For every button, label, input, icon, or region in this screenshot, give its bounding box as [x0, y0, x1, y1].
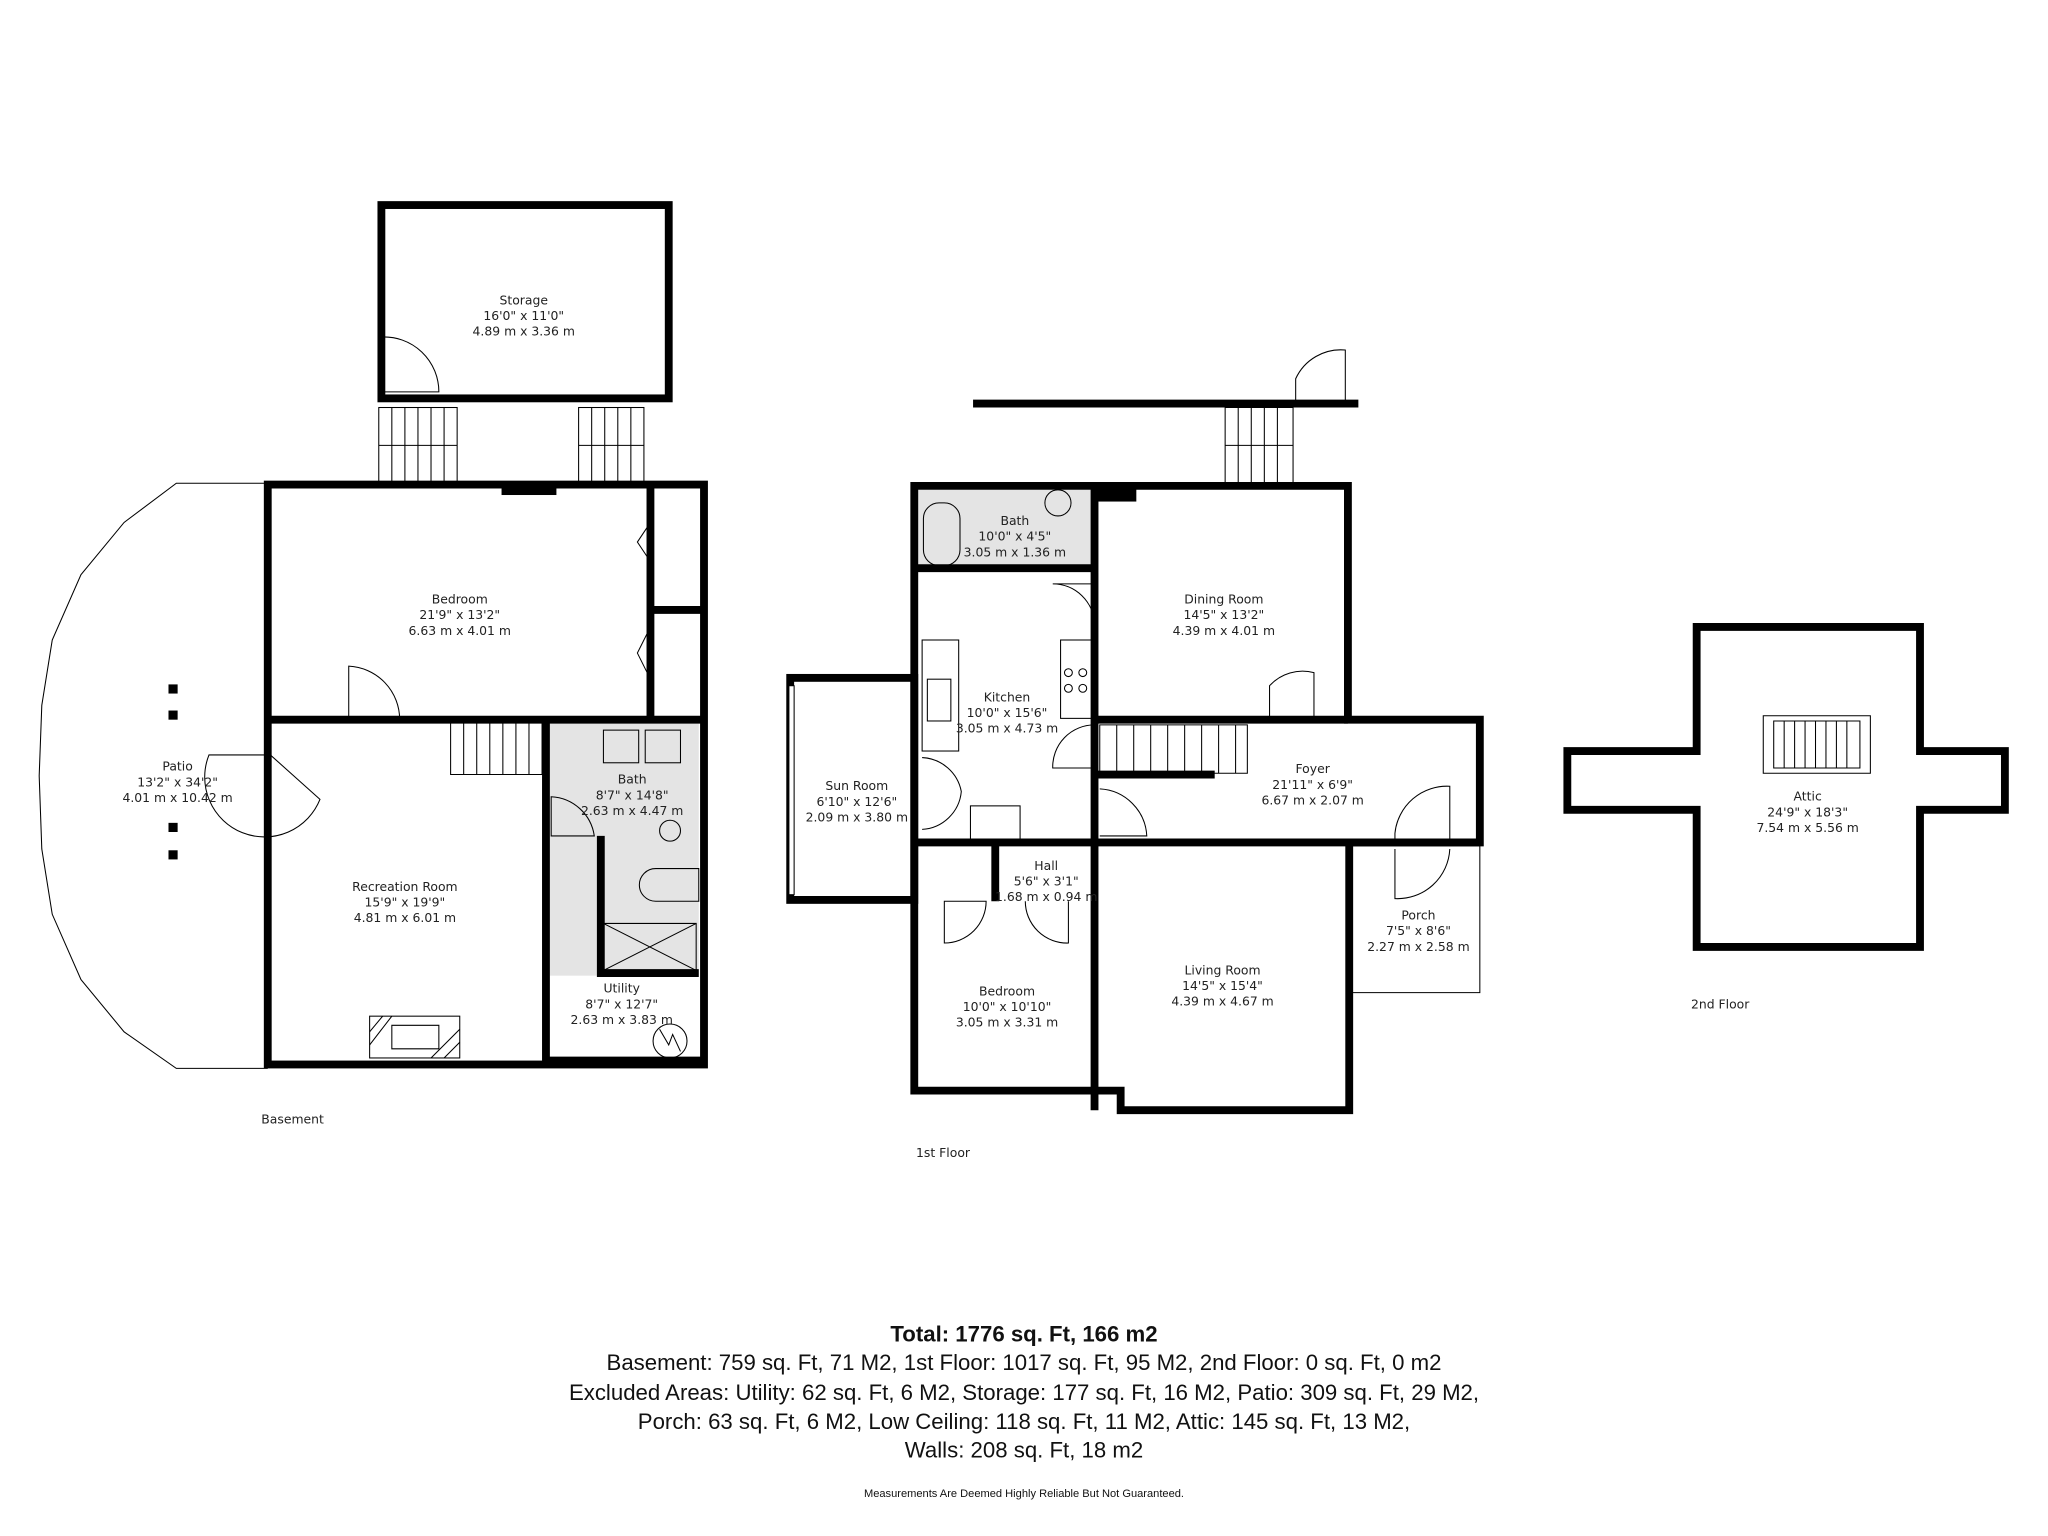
room-metric: 4.39 m x 4.67 m [1171, 994, 1273, 1009]
room-name: Recreation Room [352, 879, 457, 894]
room-imperial: 14'5" x 15'4" [1182, 978, 1263, 993]
doors [922, 583, 1451, 944]
room-name: Patio [162, 759, 192, 774]
room-metric: 4.01 m x 10.42 m [122, 790, 232, 805]
basement-inner-walls [267, 484, 704, 1065]
room-imperial: 7'5" x 8'6" [1386, 923, 1451, 938]
room-imperial: 16'0" x 11'0" [483, 308, 564, 323]
exterior-door [1295, 349, 1346, 404]
bath-fixtures [602, 729, 700, 971]
fireplace [369, 1015, 461, 1059]
room-metric: 2.63 m x 4.47 m [581, 803, 683, 818]
room-name: Bedroom [979, 983, 1035, 998]
room-name: Foyer [1295, 761, 1330, 776]
storage-door [380, 336, 440, 393]
room-metric: 2.27 m x 2.58 m [1367, 939, 1469, 954]
kitchen-fixtures [921, 489, 1093, 843]
first-floor-plan [786, 349, 1484, 1115]
basement-plan [38, 201, 708, 1069]
summary-line: Basement: 759 sq. Ft, 71 M2, 1st Floor: … [607, 1350, 1442, 1375]
room-name: Utility [603, 981, 639, 996]
room-imperial: 6'10" x 12'6" [816, 794, 897, 809]
chimney [501, 483, 557, 496]
storage-walls [377, 201, 673, 403]
attic-stairs [1762, 715, 1871, 774]
area-summary: Total: 1776 sq. Ft, 166 m2 Basement: 759… [569, 1321, 1479, 1499]
bedroom-door [348, 665, 401, 720]
room-name: Attic [1794, 789, 1822, 804]
room-imperial: 8'7" x 14'8" [596, 787, 669, 802]
patio-door [204, 754, 321, 838]
bath-door [550, 796, 595, 837]
patio-posts [168, 684, 178, 860]
room-metric: 4.39 m x 4.01 m [1173, 623, 1275, 638]
room-name: Living Room [1184, 962, 1260, 977]
summary-line: Walls: 208 sq. Ft, 18 m2 [905, 1438, 1143, 1463]
floor-label: 2nd Floor [1691, 996, 1750, 1011]
room-imperial: 21'9" x 13'2" [419, 607, 500, 622]
room-name: Porch [1401, 908, 1435, 923]
room-imperial: 14'5" x 13'2" [1183, 607, 1264, 622]
room-metric: 6.67 m x 2.07 m [1261, 793, 1363, 808]
room-imperial: 5'6" x 3'1" [1014, 874, 1079, 889]
room-name: Bath [618, 772, 647, 787]
stairs [378, 406, 645, 484]
summary-line: Excluded Areas: Utility: 62 sq. Ft, 6 M2… [569, 1380, 1479, 1405]
room-imperial: 24'9" x 18'3" [1767, 804, 1848, 819]
room-name: Kitchen [984, 689, 1031, 704]
room-metric: 4.89 m x 3.36 m [473, 324, 575, 339]
chimney [1094, 485, 1137, 502]
first-stairs-inner [1099, 724, 1248, 774]
room-metric: 2.63 m x 3.83 m [571, 1012, 673, 1027]
room-imperial: 10'0" x 15'6" [967, 705, 1048, 720]
water-heater [652, 1023, 688, 1059]
room-metric: 7.54 m x 5.56 m [1756, 820, 1858, 835]
room-imperial: 15'9" x 19'9" [365, 894, 446, 909]
room-name: Hall [1034, 858, 1058, 873]
room-metric: 6.63 m x 4.01 m [409, 623, 511, 638]
closet-doors [636, 522, 651, 680]
floor-label: 1st Floor [916, 1145, 971, 1160]
patio-outline [38, 482, 268, 1069]
porch-outline [1351, 842, 1481, 994]
room-imperial: 10'0" x 4'5" [978, 529, 1051, 544]
room-metric: 4.81 m x 6.01 m [354, 910, 456, 925]
room-metric: 3.05 m x 1.36 m [964, 544, 1066, 559]
first-floor-stairs [1224, 406, 1294, 484]
disclaimer: Measurements Are Deemed Highly Reliable … [864, 1488, 1184, 1500]
basement-outer-walls [263, 480, 708, 1069]
room-imperial: 13'2" x 34'2" [137, 774, 218, 789]
room-name: Bedroom [432, 591, 488, 606]
room-name: Storage [500, 292, 548, 307]
second-floor-plan [1563, 623, 2009, 951]
basement-stairs [450, 721, 543, 776]
room-name: Dining Room [1184, 591, 1263, 606]
room-name: Bath [1000, 513, 1029, 528]
attic-walls [1563, 623, 2009, 951]
room-metric: 3.05 m x 3.31 m [956, 1015, 1058, 1030]
room-metric: 3.05 m x 4.73 m [956, 721, 1058, 736]
bath-floor [549, 723, 699, 976]
summary-line: Porch: 63 sq. Ft, 6 M2, Low Ceiling: 118… [638, 1409, 1410, 1434]
room-name: Sun Room [825, 778, 888, 793]
room-imperial: 21'11" x 6'9" [1272, 777, 1353, 792]
floor-label: Basement [261, 1111, 324, 1126]
room-metric: 2.09 m x 3.80 m [806, 810, 908, 825]
room-imperial: 8'7" x 12'7" [585, 996, 658, 1011]
room-imperial: 10'0" x 10'10" [963, 999, 1052, 1014]
summary-total: Total: 1776 sq. Ft, 166 m2 [890, 1321, 1157, 1346]
room-metric: 1.68 m x 0.94 m [995, 889, 1097, 904]
